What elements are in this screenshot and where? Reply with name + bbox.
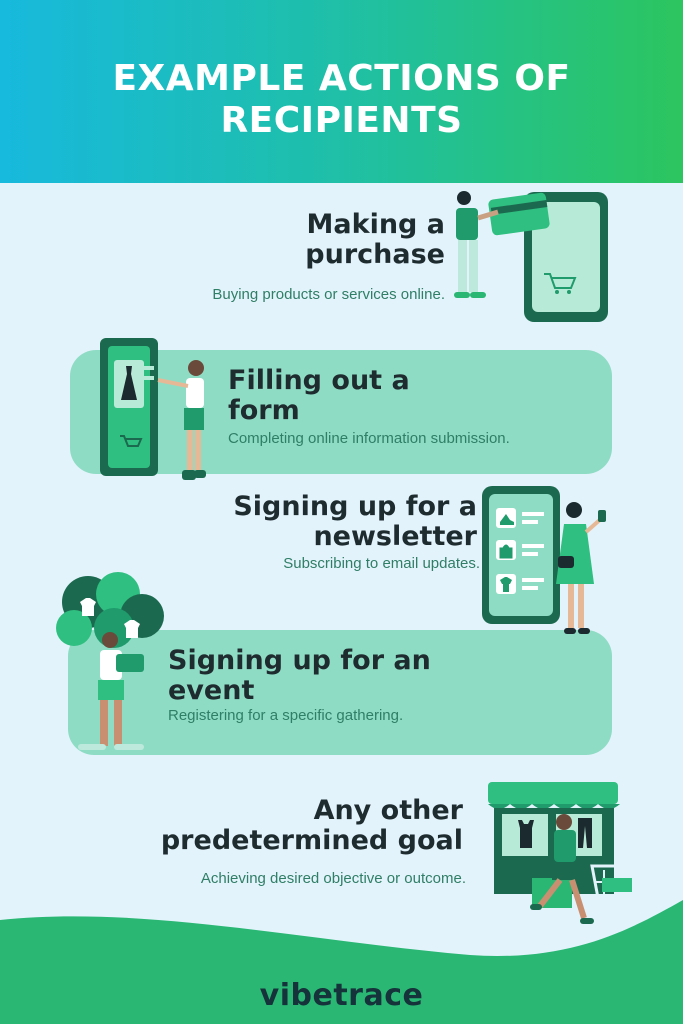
shopping-cart-icon xyxy=(544,273,577,294)
page-title-line-1: EXAMPLE ACTIONS OF xyxy=(112,58,571,99)
cart-icon xyxy=(120,435,143,447)
form-illustration xyxy=(100,338,206,480)
handbag-icon xyxy=(499,544,513,559)
newsletter-illustration xyxy=(482,486,606,634)
shoe-icon xyxy=(500,514,514,525)
purchase-illustration xyxy=(454,191,608,322)
action-description: Completing online information submission… xyxy=(228,430,510,447)
action-description: Buying products or services online. xyxy=(212,286,445,303)
action-description: Registering for a specific gathering. xyxy=(168,707,404,724)
event-illustration xyxy=(56,572,164,750)
shopping-cart-icon xyxy=(590,864,646,922)
other-goal-illustration xyxy=(488,782,646,924)
page-title: EXAMPLE ACTIONS OF RECIPIENTS xyxy=(0,58,683,142)
action-description: Subscribing to email updates. xyxy=(283,555,480,572)
action-description: Achieving desired objective or outcome. xyxy=(200,870,466,887)
brand-logo: vibetrace xyxy=(259,978,424,1013)
t-shirt-icon xyxy=(500,577,512,592)
header-banner: EXAMPLE ACTIONS OF RECIPIENTS xyxy=(0,0,683,183)
event-section-band xyxy=(68,630,612,755)
form-section-band xyxy=(70,350,612,474)
page-title-line-2: RECIPIENTS xyxy=(220,100,463,141)
dress-icon xyxy=(121,366,137,400)
